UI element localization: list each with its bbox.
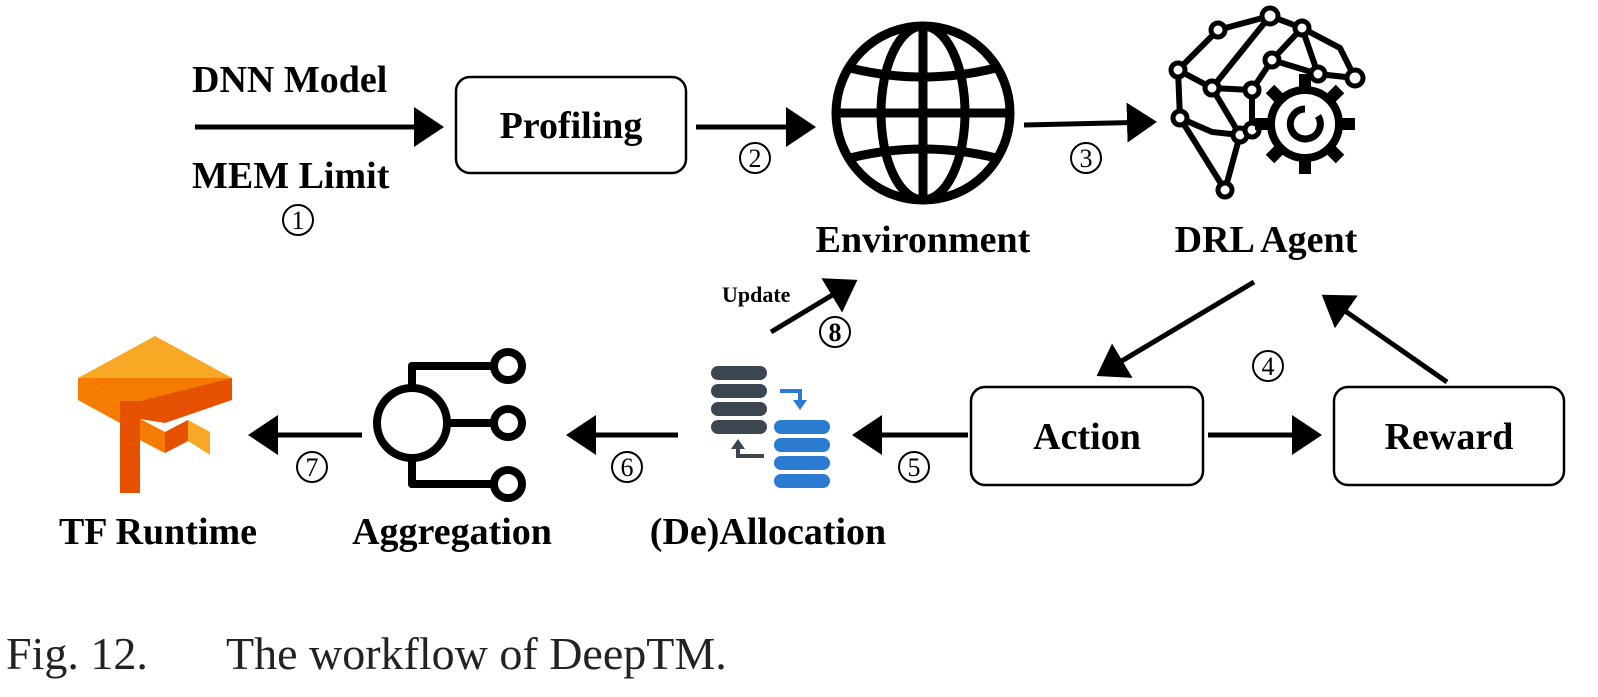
arrow-update-to-environment xyxy=(769,278,858,335)
step-6-marker: 6 xyxy=(611,451,643,483)
reward-label: Reward xyxy=(1385,416,1514,458)
brain-gear-icon xyxy=(1168,5,1366,200)
database-allocation-icon xyxy=(711,366,830,488)
input-dnn-model-label: DNN Model xyxy=(192,59,387,101)
step-5-marker: 5 xyxy=(898,451,930,483)
step-2-marker: 2 xyxy=(739,142,771,174)
globe-icon xyxy=(831,21,1015,205)
step-7-marker: 7 xyxy=(296,451,328,483)
update-label: Update xyxy=(722,282,791,307)
step-4-marker: 4 xyxy=(1252,350,1284,382)
action-label: Action xyxy=(1033,416,1141,458)
svg-text:1: 1 xyxy=(292,206,305,235)
environment-label: Environment xyxy=(816,219,1031,261)
arrow-agent-to-action xyxy=(1096,279,1256,378)
step-8-marker: 8 xyxy=(819,316,851,348)
aggregation-label: Aggregation xyxy=(352,511,552,553)
drl-agent-label: DRL Agent xyxy=(1175,219,1358,261)
svg-text:7: 7 xyxy=(306,453,319,482)
profiling-box xyxy=(454,75,688,175)
svg-text:8: 8 xyxy=(829,318,842,347)
svg-text:5: 5 xyxy=(908,453,921,482)
action-box xyxy=(969,385,1205,487)
database-dark-icon xyxy=(711,366,767,434)
figure-caption-prefix: Fig. 12. xyxy=(6,628,148,679)
tf-runtime-label: TF Runtime xyxy=(59,511,257,553)
reward-box xyxy=(1332,385,1566,487)
database-blue-icon xyxy=(774,420,830,488)
deallocation-label: (De)Allocation xyxy=(650,511,886,553)
step-3-marker: 3 xyxy=(1070,142,1102,174)
svg-text:6: 6 xyxy=(621,453,634,482)
arrow-environment-to-agent xyxy=(1023,102,1157,143)
profiling-label: Profiling xyxy=(500,105,643,147)
input-mem-limit-label: MEM Limit xyxy=(192,155,390,197)
step-1-marker: 1 xyxy=(282,204,314,236)
aggregation-icon xyxy=(373,348,526,502)
svg-text:2: 2 xyxy=(749,144,762,173)
svg-text:4: 4 xyxy=(1262,352,1275,381)
tensorflow-logo-icon xyxy=(78,336,232,493)
svg-text:3: 3 xyxy=(1080,144,1093,173)
arrow-reward-to-agent xyxy=(1321,294,1449,385)
figure-caption-text: The workflow of DeepTM. xyxy=(226,628,727,679)
